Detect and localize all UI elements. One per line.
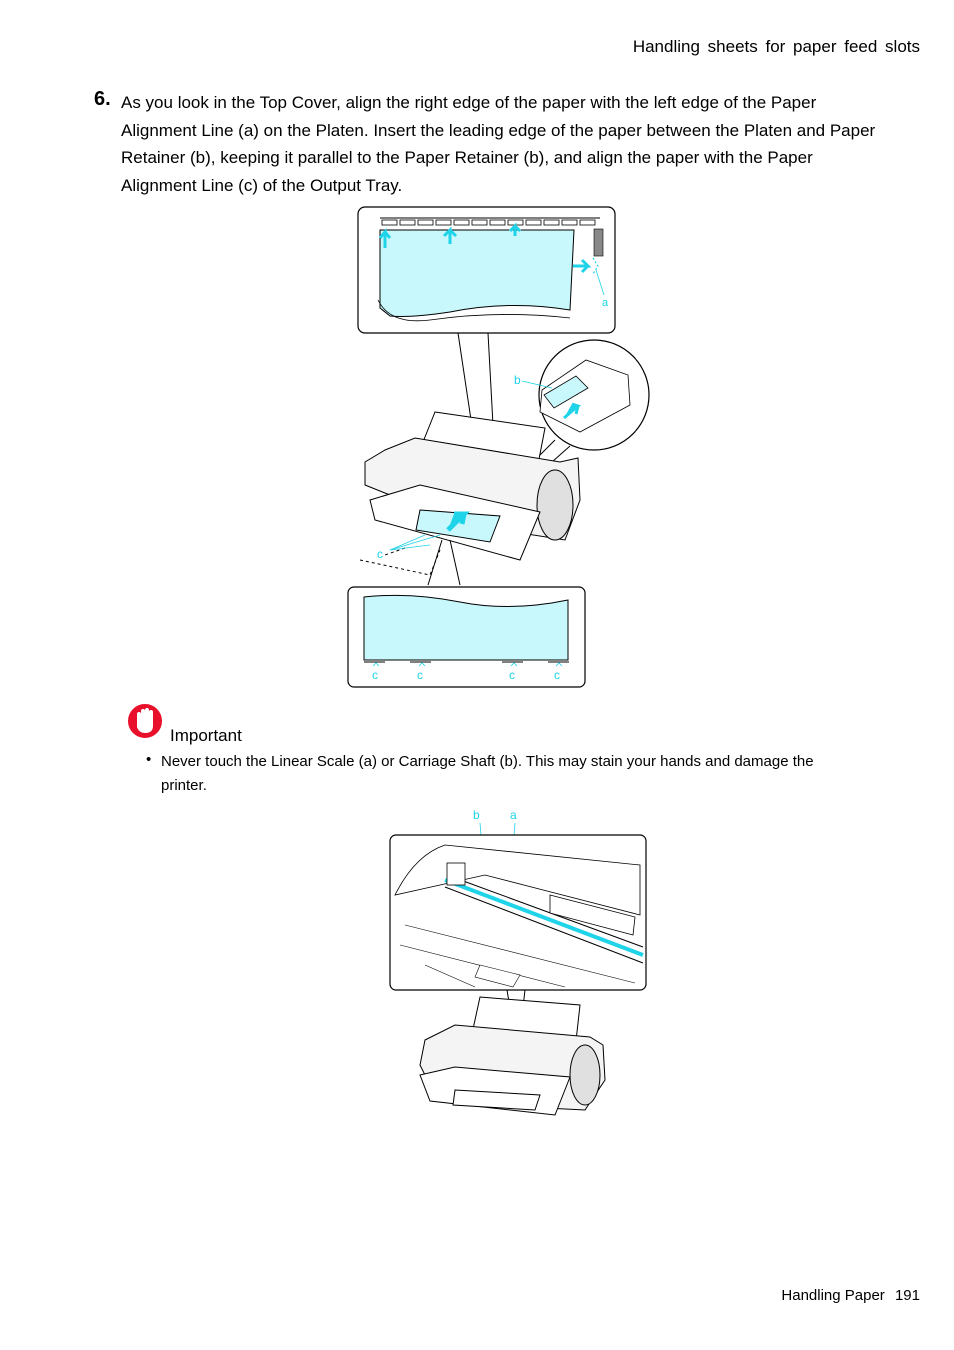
label-c2: c [417, 668, 423, 682]
step-instruction: As you look in the Top Cover, align the … [121, 93, 876, 195]
footer-chapter: Handling Paper [781, 1287, 885, 1304]
page-header: Handling sheets for paper feed slots [632, 37, 920, 56]
printer-illustration [359, 411, 581, 586]
label-c1: c [372, 668, 378, 682]
carriage-callout [389, 834, 647, 991]
important-text: Never touch the Linear Scale (a) or Carr… [161, 753, 814, 794]
step-number: 6. [94, 88, 111, 110]
printer-illustration-2 [419, 996, 606, 1116]
label-c3: c [509, 668, 515, 682]
platen-callout: a [357, 206, 616, 334]
label-b: b [514, 373, 521, 387]
output-tray-callout: c c c c [347, 586, 586, 688]
page-footer: Handling Paper 191 [775, 1287, 920, 1304]
label-a-fig2: a [510, 808, 517, 822]
label-c-main: c [377, 547, 383, 561]
bullet-marker: • [146, 751, 152, 768]
important-title: Important [170, 726, 242, 745]
linear-scale-figure: b a [389, 808, 647, 1116]
retainer-magnifier: b [514, 339, 650, 486]
page-number: 191 [894, 1287, 920, 1304]
label-a-top: a [602, 297, 609, 309]
important-hand-icon [126, 702, 164, 740]
label-c4: c [554, 668, 560, 682]
paper-alignment-figure: a b c c c [347, 206, 650, 688]
label-b-fig2: b [473, 808, 480, 822]
